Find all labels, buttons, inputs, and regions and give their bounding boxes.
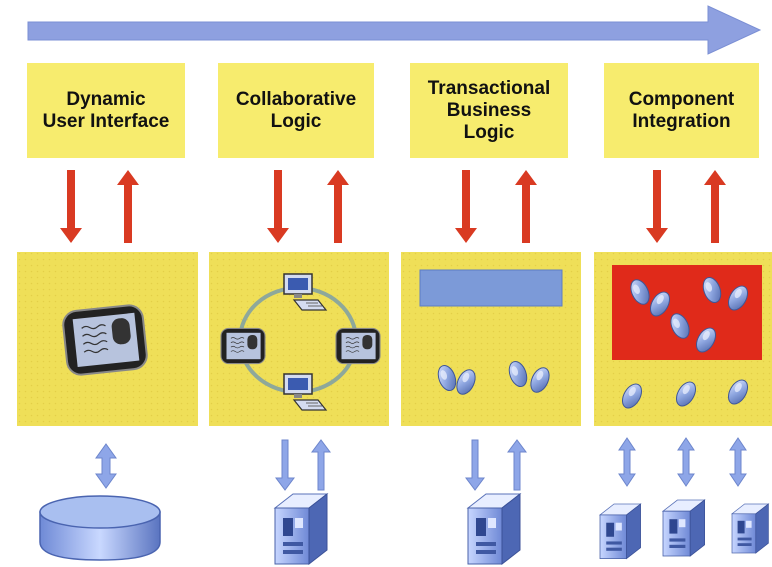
blue-arrows	[95, 437, 747, 491]
database-icon	[39, 495, 161, 561]
server-group-icon	[599, 499, 769, 559]
tier-label-1: Dynamic User Interface	[42, 88, 170, 132]
network-ring-icon	[220, 273, 381, 411]
tier-box-1	[27, 63, 185, 158]
beans-icon	[419, 269, 563, 398]
ui-window-icon	[60, 302, 150, 378]
server-icon	[274, 493, 328, 565]
tier-box-2	[218, 63, 374, 158]
red-arrows	[60, 170, 726, 243]
tier-label-2: Collaborative Logic	[235, 88, 357, 132]
tier-label-3: Transactional Business Logic	[427, 77, 551, 143]
timeline-arrow	[27, 5, 762, 55]
component-beans-icon	[612, 265, 762, 412]
tier-label-4: Component Integration	[628, 88, 735, 132]
tier-box-4	[604, 63, 759, 158]
tier-box-3	[410, 63, 568, 158]
server-icon	[467, 493, 521, 565]
